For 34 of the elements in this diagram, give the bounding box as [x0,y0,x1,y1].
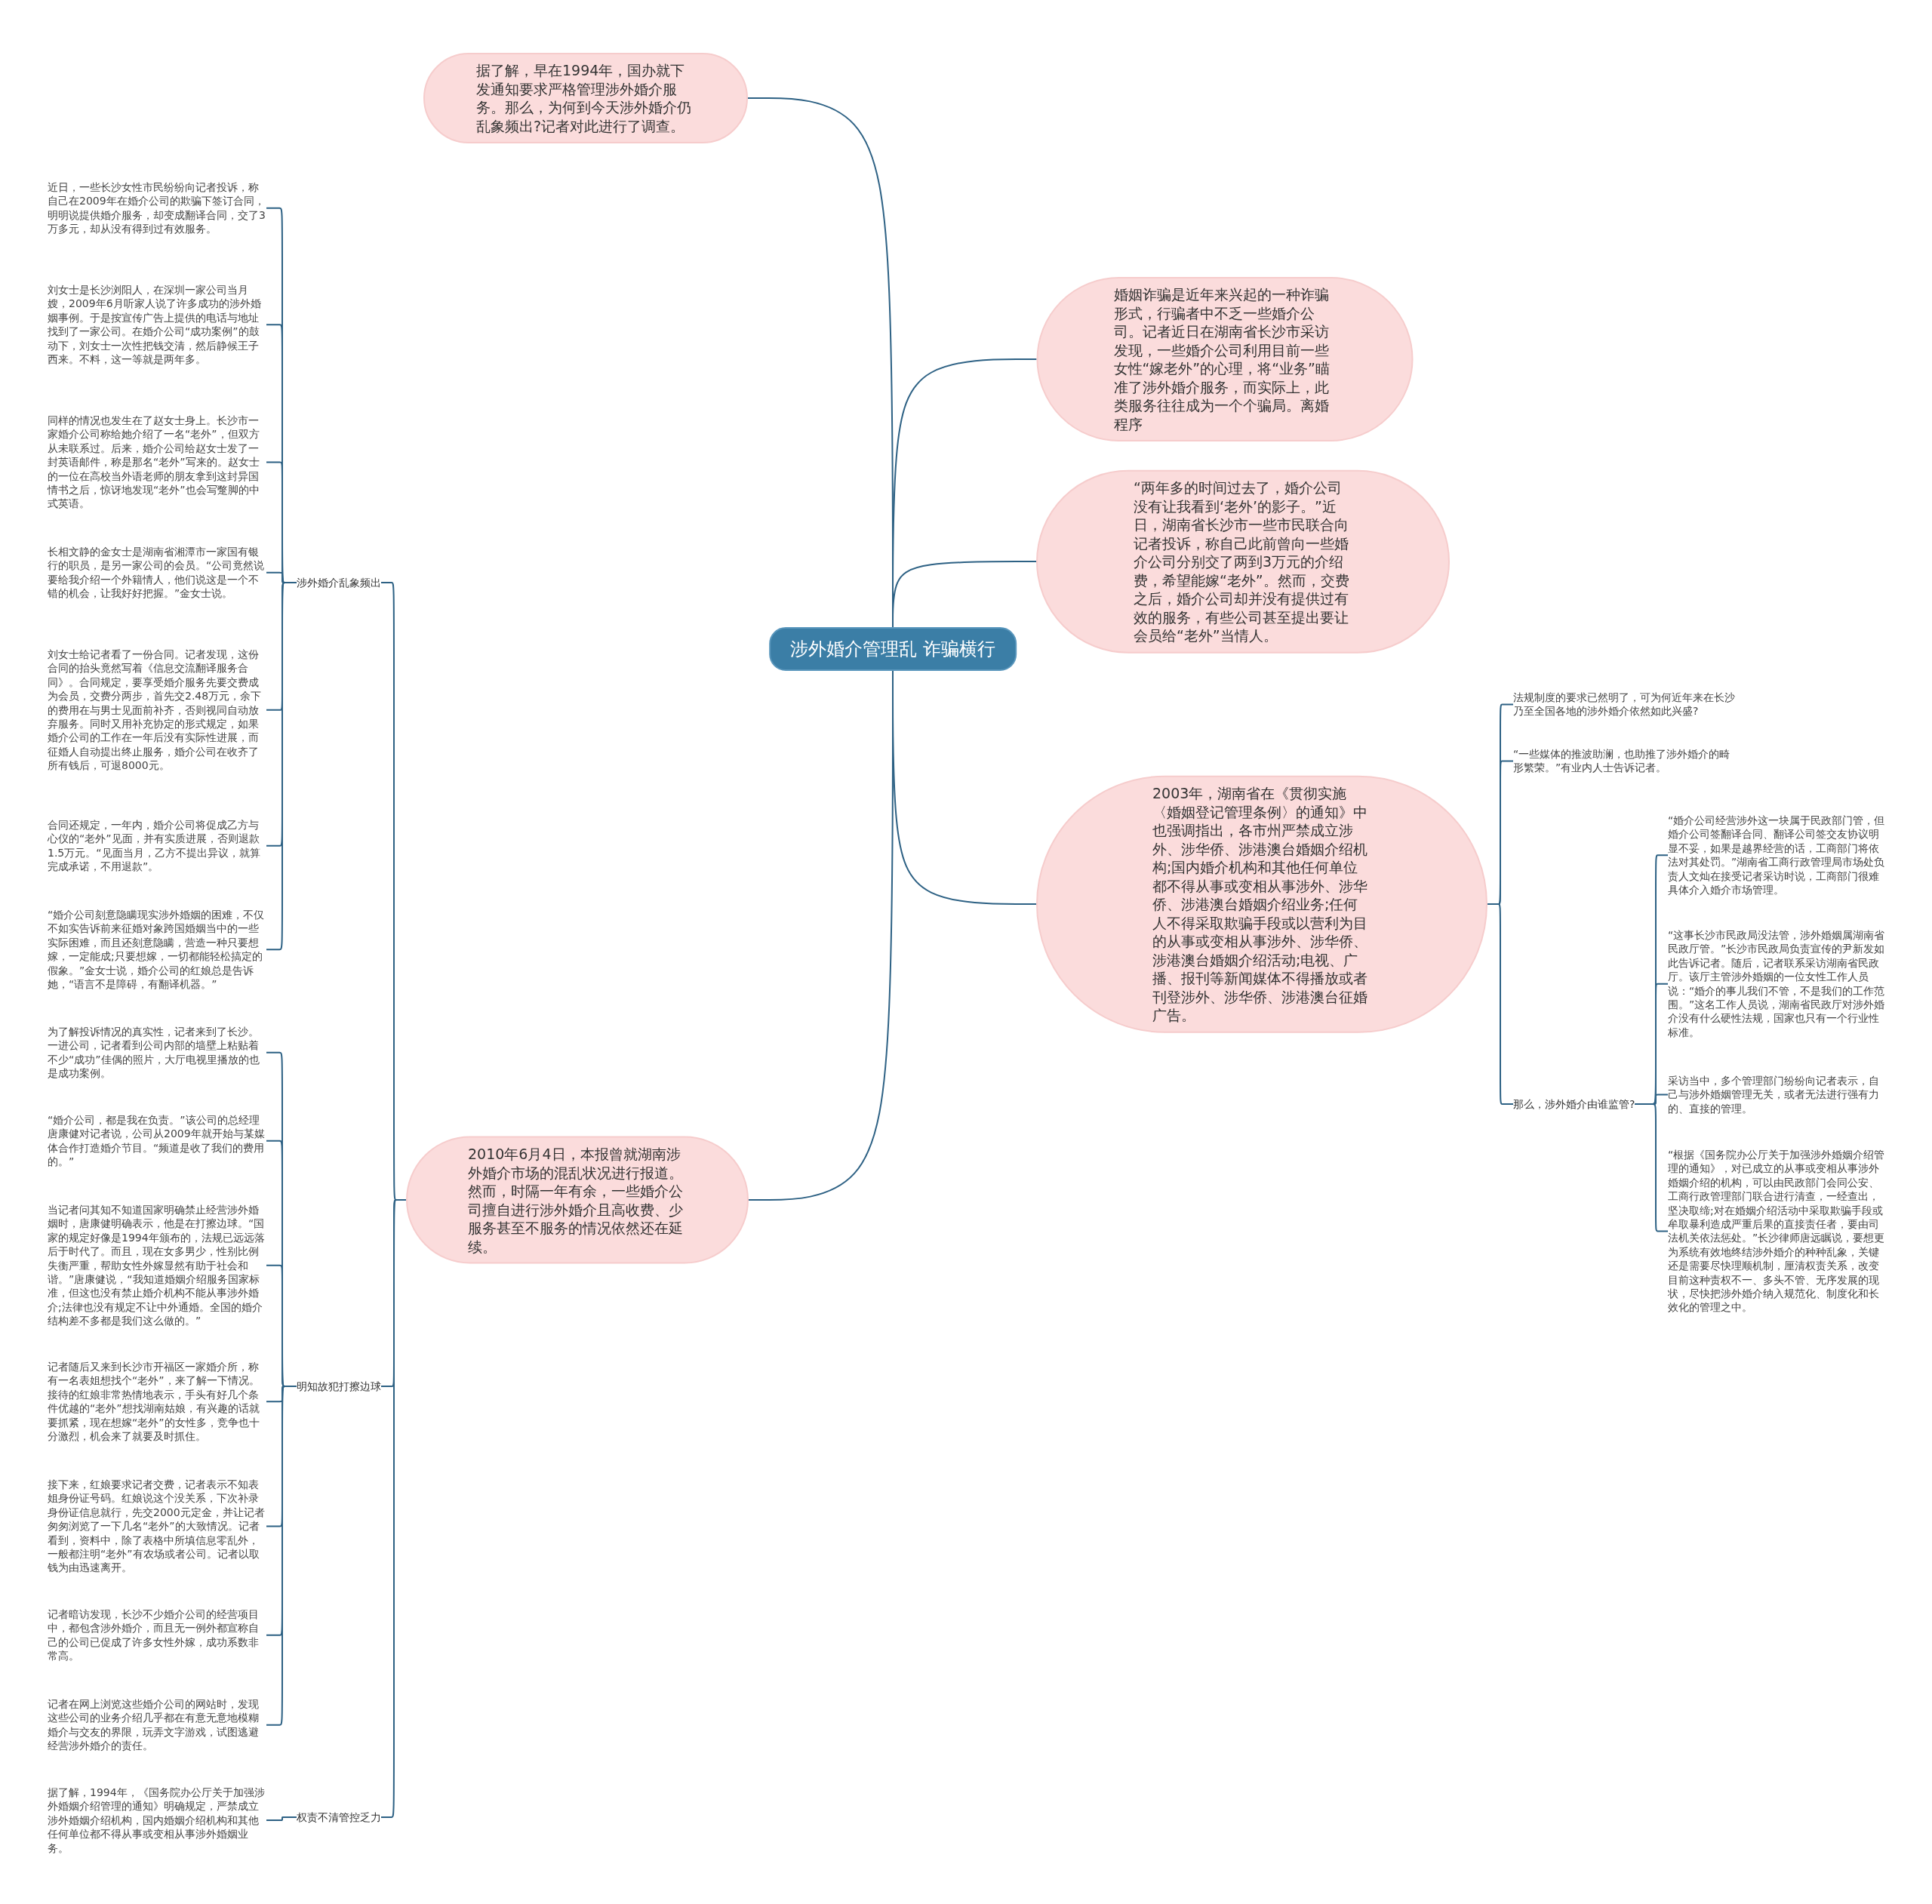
text-note: “婚介公司经营涉外这一块属于民政部门管，但婚介公司签翻译合同、翻译公司签交友协议明显不妥，如果是越界经营的话，工商部门将依法对其处罚。”湖南省工商行政管理局市场处负责人文灿在接受记者采访时说，工商部门很难具体介入婚介市场管理。 [1668,814,1887,897]
topic-bubble: 据了解，早在1994年，国办就下发通知要求严格管理涉外婚介服务。那么，为何到今天涉外婚介仍乱象频出?记者对此进行了调查。 [423,53,748,143]
text-note: 近日，一些长沙女性市民纷纷向记者投诉，称自己在2009年在婚介公司的欺骗下签订合同，明明说提供婚介服务，却变成翻译合同，交了3万多元，却从没有得到过有效服务。 [48,180,266,236]
connector-line [1487,903,1514,1105]
text-note: 记者随后又来到长沙市开福区一家婚介所，称有一名表姐想找个“老外”，来了解一下情况。接待的红娘非常热情地表示，手头有好几个条件优越的“老外”想找湖南姑娘，有兴趣的话就要抓紧，现在想嫁“老外”的女性多，竞争也十分激烈，机会来了就要及时抓住。 [48,1360,266,1444]
text-note: “婚介公司刻意隐瞒现实涉外婚姻的困难，不仅不如实告诉前来征婚对象跨国婚姻当中的一些实际困难，而且还刻意隐瞒，营造一种只要想嫁，一定能成;只要想嫁，一切都能轻松搞定的假象。”金女士说，婚介公司的红娘总是告诉她，“语言不是障碍，有翻译机器。” [48,908,266,992]
topic-bubble: “两年多的时间过去了，婚介公司没有让我看到‘老外’的影子。”近日，湖南省长沙市一些市民联合向记者投诉，称自己此前曾向一些婚介公司分别交了两到3万元的介绍费，希望能嫁“老外”。然而，交费之后，婚介公司却并没有提供过有效的服务，有些公司甚至提出要让会员给“老外”当情人。 [1036,469,1450,654]
connector-line [892,561,1037,628]
topic-bubble: 2003年，湖南省在《贯彻实施〈婚姻登记管理条例〉的通知》中也强调指出，各市州严禁成立涉外、涉华侨、涉港澳台婚姻介绍机构;国内婚介机构和其他任何单位都不得从事或变相从事涉外、涉华侨、涉港澳台婚姻介绍业务;任何人不得采取欺骗手段或以营利为目的从事或变相从事涉外、涉华侨、涉港澳台婚姻介绍活动;电视、广播、报刊等新闻媒体不得播放或者刊登涉外、涉华侨、涉港澳台征婚广告。 [1036,775,1487,1033]
text-note: 刘女士是长沙浏阳人，在深圳一家公司当月嫂，2009年6月听家人说了许多成功的涉外婚姻事例。于是按宣传广告上提供的电话与地址找到了一家公司。在婚介公司“成功案例”的鼓动下，刘女士一次性把钱交清，然后静候王子西来。不料，这一等就是两年多。 [48,283,266,367]
branch-label: 明知故犯打擦边球 [297,1380,381,1393]
branch-label: 那么，涉外婚介由谁监管? [1513,1097,1635,1111]
text-note: 当记者问其知不知道国家明确禁止经营涉外婚姻时，唐康健明确表示，他是在打擦边球。“国家的规定好像是1994年颁布的，法规已远远落后于时代了。而且，现在女多男少，性别比例失衡严重，帮助女性外嫁显然有助于社会和谐。”唐康健说，“我知道婚姻介绍服务国家标准，但这也没有禁止婚介机构不能从事涉外婚介;法律也没有规定不让中外通婚。全国的婚介结构差不多都是我们这么做的。” [48,1203,266,1328]
central-topic: 涉外婚介管理乱 诈骗横行 [769,627,1017,671]
text-note: “婚介公司，都是我在负责。”该公司的总经理唐康健对记者说，公司从2009年就开始与某媒体合作打造婚介节目。“频道是收了我们的费用的。” [48,1113,266,1169]
text-note: 记者在网上浏览这些婚介公司的网站时，发现这些公司的业务介绍几乎都在有意无意地模糊婚介与交友的界限，玩弄文字游戏，试图逃避经营涉外婚介的责任。 [48,1697,266,1753]
text-note: 长相文静的金女士是湖南省湘潭市一家国有银行的职员，是另一家公司的会员。“公司竟然说要给我介绍一个外籍情人，他们说这是一个不错的机会，让我好好把握。”金女士说。 [48,545,266,601]
text-note: 据了解，1994年，《国务院办公厅关于加强涉外婚姻介绍管理的通知》明确规定，严禁成立涉外婚姻介绍机构，国内婚姻介绍机构和其他任何单位都不得从事或变相从事涉外婚姻业务。 [48,1786,266,1856]
branch-label: 权责不清管控乏力 [297,1810,381,1824]
text-note: “根据《国务院办公厅关于加强涉外婚姻介绍管理的通知》，对已成立的从事或变相从事涉外婚姻介绍的机构，可以由民政部门会同公安、工商行政管理部门联合进行清查，一经查出，坚决取缔;对在婚姻介绍活动中采取欺骗手段或牟取暴利造成严重后果的直接责任者，要由司法机关依法惩处。”长沙律师唐远瞩说，要想更为系统有效地终结涉外婚介的种种乱象，关键还是需要尽快理顺机制，厘清权责关系，改变目前这种责权不一、多头不管、无序发展的现状，尽快把涉外婚介纳入规范化、制度化和长效化的管理之中。 [1668,1148,1887,1315]
branch-label: 涉外婚介乱象频出 [297,576,381,589]
text-note: 接下来，红娘要求记者交费，记者表示不知表姐身份证号码。红娘说这个没关系，下次补录身份证信息就行，先交2000元定金，并让记者匆匆浏览了一下几名“老外”的大致情况。记者看到，资料中，除了表格中所填信息零乱外，一般都注明“老外”有农场或者公司。记者以取钱为由迅速离开。 [48,1478,266,1575]
connector-line [266,1816,297,1821]
text-note: 同样的情况也发生在了赵女士身上。长沙市一家婚介公司称给她介绍了一名“老外”，但双方从未联系过。后来，婚介公司给赵女士发了一封英语邮件，称是那名“老外”写来的。赵女士的一位在高校当外语老师的朋友拿到这封异国情书之后，惊讶地发现“老外”也会写蹩脚的中式英语。 [48,414,266,511]
topic-bubble: 2010年6月4日，本报曾就湖南涉外婚介市场的混乱状况进行报道。然而，时隔一年有余，一些婚介公司擅自进行涉外婚介且高收费、少服务甚至不服务的情况依然还在延续。 [406,1136,749,1264]
text-note: 采访当中，多个管理部门纷纷向记者表示，自己与涉外婚姻管理无关，或者无法进行强有力的、直接的管理。 [1668,1074,1887,1116]
text-note: 记者暗访发现，长沙不少婚介公司的经营项目中，都包含涉外婚介，而且无一例外都宣称自己的公司已促成了许多女性外嫁，成功系数非常高。 [48,1607,266,1663]
text-note: 合同还规定，一年内，婚介公司将促成乙方与心仪的“老外”见面，并有实质进展，否则退款1.5万元。“见面当月，乙方不提出异议，就算完成承诺，不用退款”。 [48,818,266,874]
text-note: “这事长沙市民政局没法管，涉外婚姻属湖南省民政厅管。”长沙市民政局负责宣传的尹新发如此告诉记者。随后，记者联系采访湖南省民政厅。该厅主管涉外婚姻的一位女性工作人员说：“婚介的事儿我们不管，不是我们的工作范围。”这名工作人员说，湖南省民政厅对涉外婚介没有什么硬性法规，国家也只有一个行业性标准。 [1668,928,1887,1040]
text-note: “一些媒体的推波助澜，也助推了涉外婚介的畸形繁荣。”有业内人士告诉记者。 [1513,747,1740,775]
text-note: 为了解投诉情况的真实性，记者来到了长沙。一进公司，记者看到公司内部的墙壁上粘贴着不少“成功”佳偶的照片，大厅电视里播放的也是成功案例。 [48,1025,266,1081]
text-note: 刘女士给记者看了一份合同。记者发现，这份合同的抬头竟然写着《信息交流翻译服务合同》。合同规定，要享受婚介服务先要交费成为会员，交费分两步，首先交2.48万元，余下的费用在与男士见面前补齐，否则视同自动放弃服务。同时又用补充协定的形式规定，如果婚介公司的工作在一年后没有实际性进展，而征婚人自动提出终止服务，婚介公司在收齐了所有钱后，可退8000元。 [48,647,266,773]
topic-bubble: 婚姻诈骗是近年来兴起的一种诈骗形式，行骗者中不乏一些婚介公司。记者近日在湖南省长沙市采访发现，一些婚介公司利用目前一些女性“嫁老外”的心理，将“业务”瞄准了涉外婚介服务，而实际上，此类服务往往成为一个个骗局。离婚程序 [1036,277,1414,441]
text-note: 法规制度的要求已然明了，可为何近年来在长沙乃至全国各地的涉外婚介依然如此兴盛? [1513,691,1740,718]
